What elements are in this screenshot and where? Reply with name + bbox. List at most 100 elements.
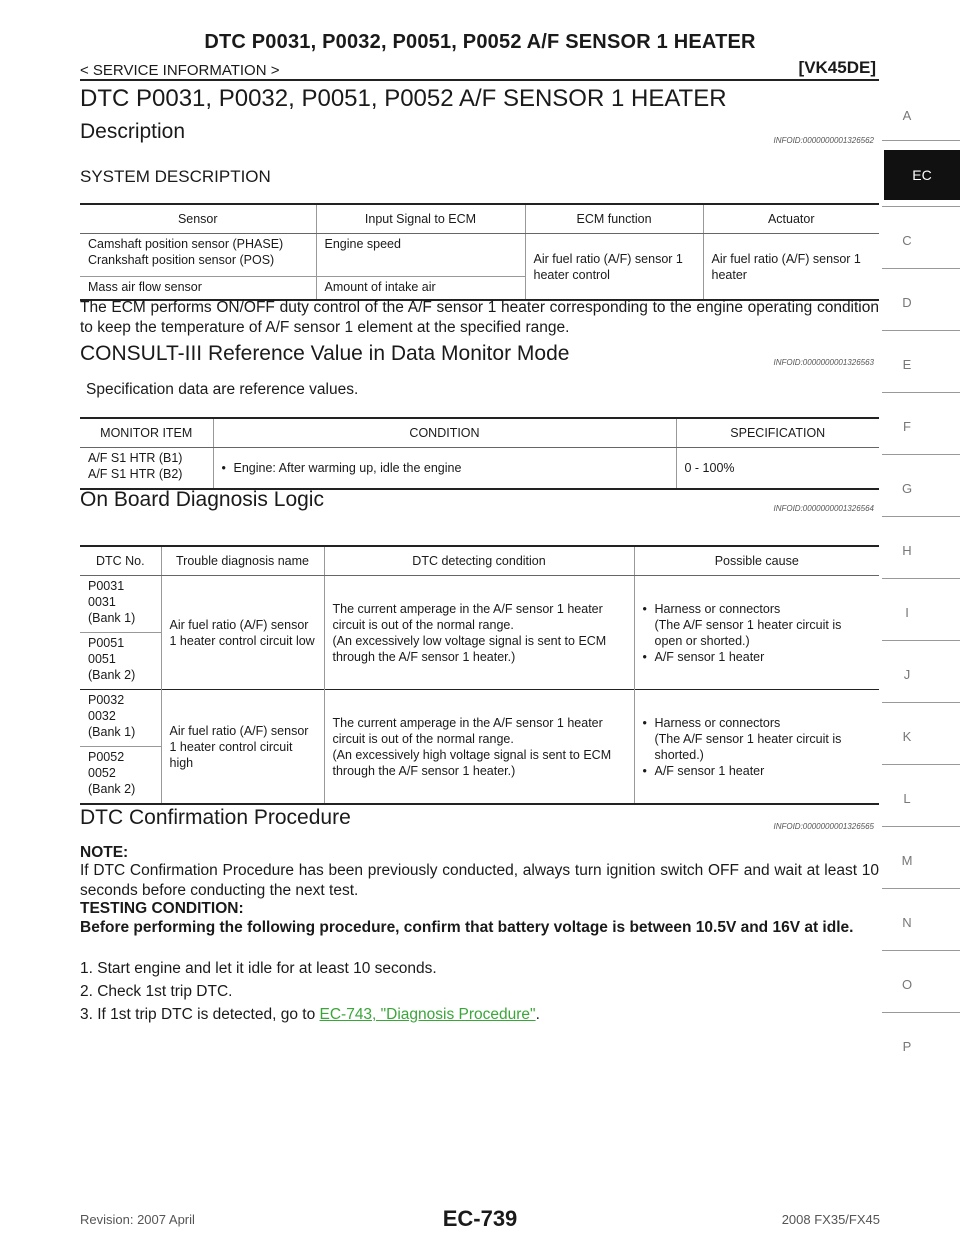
confirm-heading: DTC Confirmation Procedure [80,806,351,829]
page-title: DTC P0031, P0032, P0051, P0052 A/F SENSO… [80,85,727,112]
cause-item: Harness or connectors(The A/F sensor 1 h… [643,601,872,649]
step-1: 1. Start engine and let it idle for at l… [80,960,437,977]
header-cell: DTC No. [80,546,161,576]
note-text: If DTC Confirmation Procedure has been p… [80,862,879,899]
side-divider [882,826,960,827]
side-divider [882,392,960,393]
obd-table: DTC No. Trouble diagnosis name DTC detec… [80,545,879,805]
table-cell: P0032 0032 (Bank 1) [80,689,161,747]
side-divider [882,950,960,951]
side-index-d[interactable]: D [902,295,912,310]
table-row: P0031 0031 (Bank 1) Air fuel ratio (A/F)… [80,575,879,690]
header-cell: ECM function [524,204,703,234]
side-index-k[interactable]: K [902,729,912,744]
consult-infoid: INFOID:0000000001326563 [773,358,874,367]
side-index-g[interactable]: G [901,481,913,496]
table-cell: P0051 0051 (Bank 2) [80,632,161,690]
table-row: Camshaft position sensor (PHASE) Cranksh… [80,233,879,300]
table-cell: Air fuel ratio (A/F) sensor 1 heater con… [160,575,324,690]
confirm-infoid: INFOID:0000000001326565 [773,822,874,831]
side-divider [882,764,960,765]
table-header-row: DTC No. Trouble diagnosis name DTC detec… [80,546,879,576]
side-divider [882,1012,960,1013]
side-divider [882,702,960,703]
side-index-j[interactable]: J [903,667,911,682]
table-cell: Harness or connectors(The A/F sensor 1 h… [633,575,879,690]
header-cell: Sensor [80,204,316,234]
side-divider [882,268,960,269]
table-cell: The current amperage in the A/F sensor 1… [323,689,634,804]
table-header-row: MONITOR ITEM CONDITION SPECIFICATION [80,418,879,448]
running-header-title: DTC P0031, P0032, P0051, P0052 A/F SENSO… [204,31,756,53]
diagnosis-procedure-link[interactable]: EC-743, "Diagnosis Procedure" [319,1006,536,1023]
testing-text: Before performing the following procedur… [80,919,854,936]
description-infoid: INFOID:0000000001326562 [773,136,874,145]
footer-model: 2008 FX35/FX45 [781,1212,880,1227]
table-cell: P0052 0052 (Bank 2) [80,746,161,804]
header-cell: Input Signal to ECM [315,204,525,234]
table-cell: A/F S1 HTR (B1) A/F S1 HTR (B2) [88,451,183,481]
table-row: P0051 0051 (Bank 2) [80,632,879,690]
note-label: NOTE: [80,844,129,861]
table-cell: Engine: After warming up, idle the engin… [212,447,676,489]
table-cell: Camshaft position sensor (PHASE) Cranksh… [88,237,284,267]
table-row: Mass air flow sensor Amount of intake ai… [80,276,879,300]
side-divider [882,140,960,141]
section-label: < SERVICE INFORMATION > [80,62,280,79]
table-cell: Engine speed [315,233,525,277]
side-divider [882,640,960,641]
side-index-m[interactable]: M [901,853,913,868]
side-index-f[interactable]: F [903,419,911,434]
consult-note: Specification data are reference values. [86,381,359,398]
table-cell: Air fuel ratio (A/F) sensor 1 heater con… [524,233,703,300]
data-monitor-table: MONITOR ITEM CONDITION SPECIFICATION A/F… [80,417,879,490]
side-divider [882,888,960,889]
system-description-table: Sensor Input Signal to ECM ECM function … [80,203,879,301]
table-row: P0032 0032 (Bank 1) Air fuel ratio (A/F)… [80,689,879,804]
footer-page-number: EC-739 [442,1206,518,1231]
header-rule [80,79,879,81]
table-cell: The current amperage in the A/F sensor 1… [323,575,634,690]
side-index-h[interactable]: H [902,543,912,558]
testing-label: TESTING CONDITION: [80,900,244,917]
system-description-heading: SYSTEM DESCRIPTION [80,167,271,186]
side-index-a[interactable]: A [902,108,912,123]
obd-heading: On Board Diagnosis Logic [80,488,324,511]
header-cell: Possible cause [633,546,879,576]
cause-item: Harness or connectors(The A/F sensor 1 h… [643,715,872,763]
header-cell: MONITOR ITEM [80,418,213,448]
table-cell: Mass air flow sensor [80,276,316,300]
side-index-l[interactable]: L [903,791,911,806]
cause-item: A/F sensor 1 heater [643,649,872,665]
condition-text: Engine: After warming up, idle the engin… [222,460,668,476]
side-index-e[interactable]: E [902,357,912,372]
table-row: P0052 0052 (Bank 2) [80,746,879,804]
table-cell: Amount of intake air [315,276,525,300]
table-cell: Air fuel ratio (A/F) sensor 1 heater con… [160,689,324,804]
table-cell: Air fuel ratio (A/F) sensor 1 heater [702,233,879,300]
step-3: 3. If 1st trip DTC is detected, go to EC… [80,1006,540,1023]
engine-label: [VK45DE] [798,58,876,77]
side-index-c[interactable]: C [902,233,912,248]
side-divider [882,516,960,517]
footer-revision: Revision: 2007 April [80,1212,195,1227]
header-cell: CONDITION [212,418,676,448]
side-index-ec-active[interactable]: EC [884,150,960,200]
table-cell: 0 - 100% [675,447,879,489]
side-divider [882,578,960,579]
step-2: 2. Check 1st trip DTC. [80,983,233,1000]
side-index-p[interactable]: P [902,1039,912,1054]
table-header-row: Sensor Input Signal to ECM ECM function … [80,204,879,234]
side-index-n[interactable]: N [902,915,912,930]
description-heading: Description [80,120,186,143]
header-cell: Trouble diagnosis name [160,546,324,576]
table-cell: P0031 0031 (Bank 1) [88,579,136,625]
side-divider [882,206,960,207]
obd-infoid: INFOID:0000000001326564 [773,504,874,513]
table-row: A/F S1 HTR (B1) A/F S1 HTR (B2) Engine: … [80,447,879,489]
cause-item: A/F sensor 1 heater [643,763,872,779]
side-divider [882,330,960,331]
side-index-i[interactable]: I [905,605,909,620]
header-cell: SPECIFICATION [675,418,879,448]
side-index-o[interactable]: O [901,977,913,992]
